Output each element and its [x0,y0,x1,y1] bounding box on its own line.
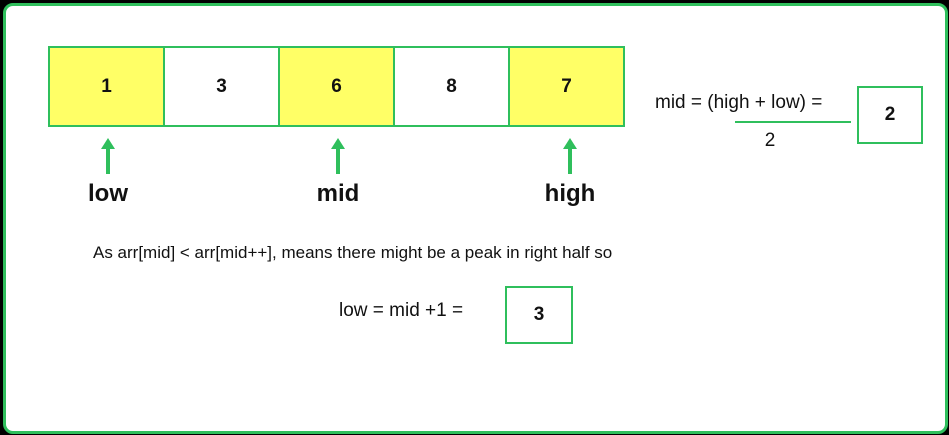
mid-result-box: 2 [857,86,923,144]
mid-formula-denominator: 2 [764,130,776,151]
up-arrow-icon [331,138,345,174]
array-cell-2: 6 [280,48,395,125]
array-cell-0: 1 [50,48,165,125]
low-result-box: 3 [505,286,573,344]
high-pointer-label: high [544,180,596,207]
up-arrow-icon [101,138,115,174]
array-cells: 1 3 6 8 7 [48,46,625,127]
array-cell-1: 3 [165,48,280,125]
array-cell-3: 8 [395,48,510,125]
fraction-line [735,121,851,123]
low-pointer-label: low [88,180,128,207]
array-cell-4: 7 [510,48,623,125]
low-update-formula: low = mid +1 = [339,300,464,321]
mid-formula: mid = (high + low) = [655,92,823,113]
mid-pointer-label: mid [316,180,360,207]
explanation-text: As arr[mid] < arr[mid++], means there mi… [93,243,613,262]
up-arrow-icon [563,138,577,174]
